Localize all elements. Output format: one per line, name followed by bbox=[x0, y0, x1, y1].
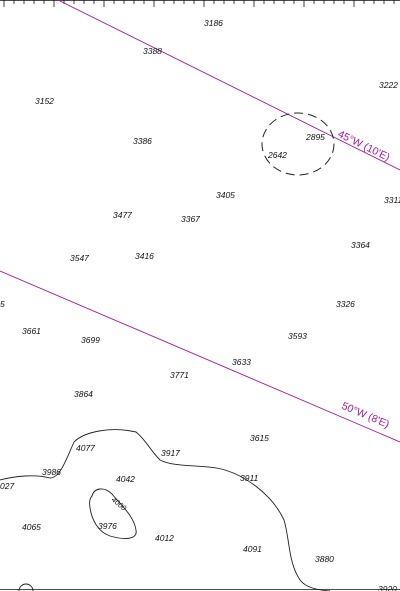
sounding: 3388 bbox=[143, 46, 162, 56]
sounding: 3880 bbox=[315, 554, 334, 564]
sounding: 3917 bbox=[161, 448, 180, 458]
sounding: 3699 bbox=[81, 335, 100, 345]
sounding: 3547 bbox=[70, 253, 89, 263]
sounding: 4091 bbox=[243, 544, 262, 554]
sounding: 3405 bbox=[216, 190, 235, 200]
sounding: 3311 bbox=[384, 195, 400, 205]
sounding: 3911 bbox=[240, 473, 259, 483]
sounding: 3976 bbox=[98, 521, 117, 531]
sounding: 3477 bbox=[113, 210, 132, 220]
sounding: 5 bbox=[0, 299, 5, 309]
sounding: 3367 bbox=[181, 214, 200, 224]
sounding: 3986 bbox=[42, 467, 61, 477]
bottom-edge-symbol bbox=[18, 583, 34, 591]
sounding: 3615 bbox=[250, 433, 269, 443]
sounding: 3386 bbox=[133, 136, 152, 146]
sounding: 3186 bbox=[204, 18, 223, 28]
sounding: 4042 bbox=[116, 474, 135, 484]
sounding: 3661 bbox=[22, 326, 41, 336]
closed-contour-island bbox=[89, 488, 137, 539]
sounding: 3222 bbox=[379, 80, 398, 90]
depth-contour-line bbox=[0, 429, 331, 591]
isogonic-line-45w bbox=[57, 0, 400, 171]
sounding: 2642 bbox=[268, 150, 287, 160]
sounding: 3633 bbox=[232, 357, 251, 367]
sounding: 4065 bbox=[22, 522, 41, 532]
top-border-scale bbox=[0, 0, 400, 7]
sounding: 3593 bbox=[288, 331, 307, 341]
sounding: 3152 bbox=[35, 96, 54, 106]
sounding: 3920 bbox=[378, 584, 397, 591]
dashed-danger-circle bbox=[261, 112, 335, 176]
sounding: 2895 bbox=[306, 132, 325, 142]
sounding: 4077 bbox=[76, 443, 95, 453]
sounding: 3771 bbox=[170, 370, 189, 380]
sounding: 027 bbox=[0, 481, 15, 491]
sounding: 4012 bbox=[155, 533, 174, 543]
sounding: 3416 bbox=[135, 251, 154, 261]
sounding: 3326 bbox=[336, 299, 355, 309]
sounding: 3364 bbox=[351, 240, 370, 250]
isogonic-line-50w bbox=[0, 270, 400, 443]
sounding: 3864 bbox=[74, 389, 93, 399]
